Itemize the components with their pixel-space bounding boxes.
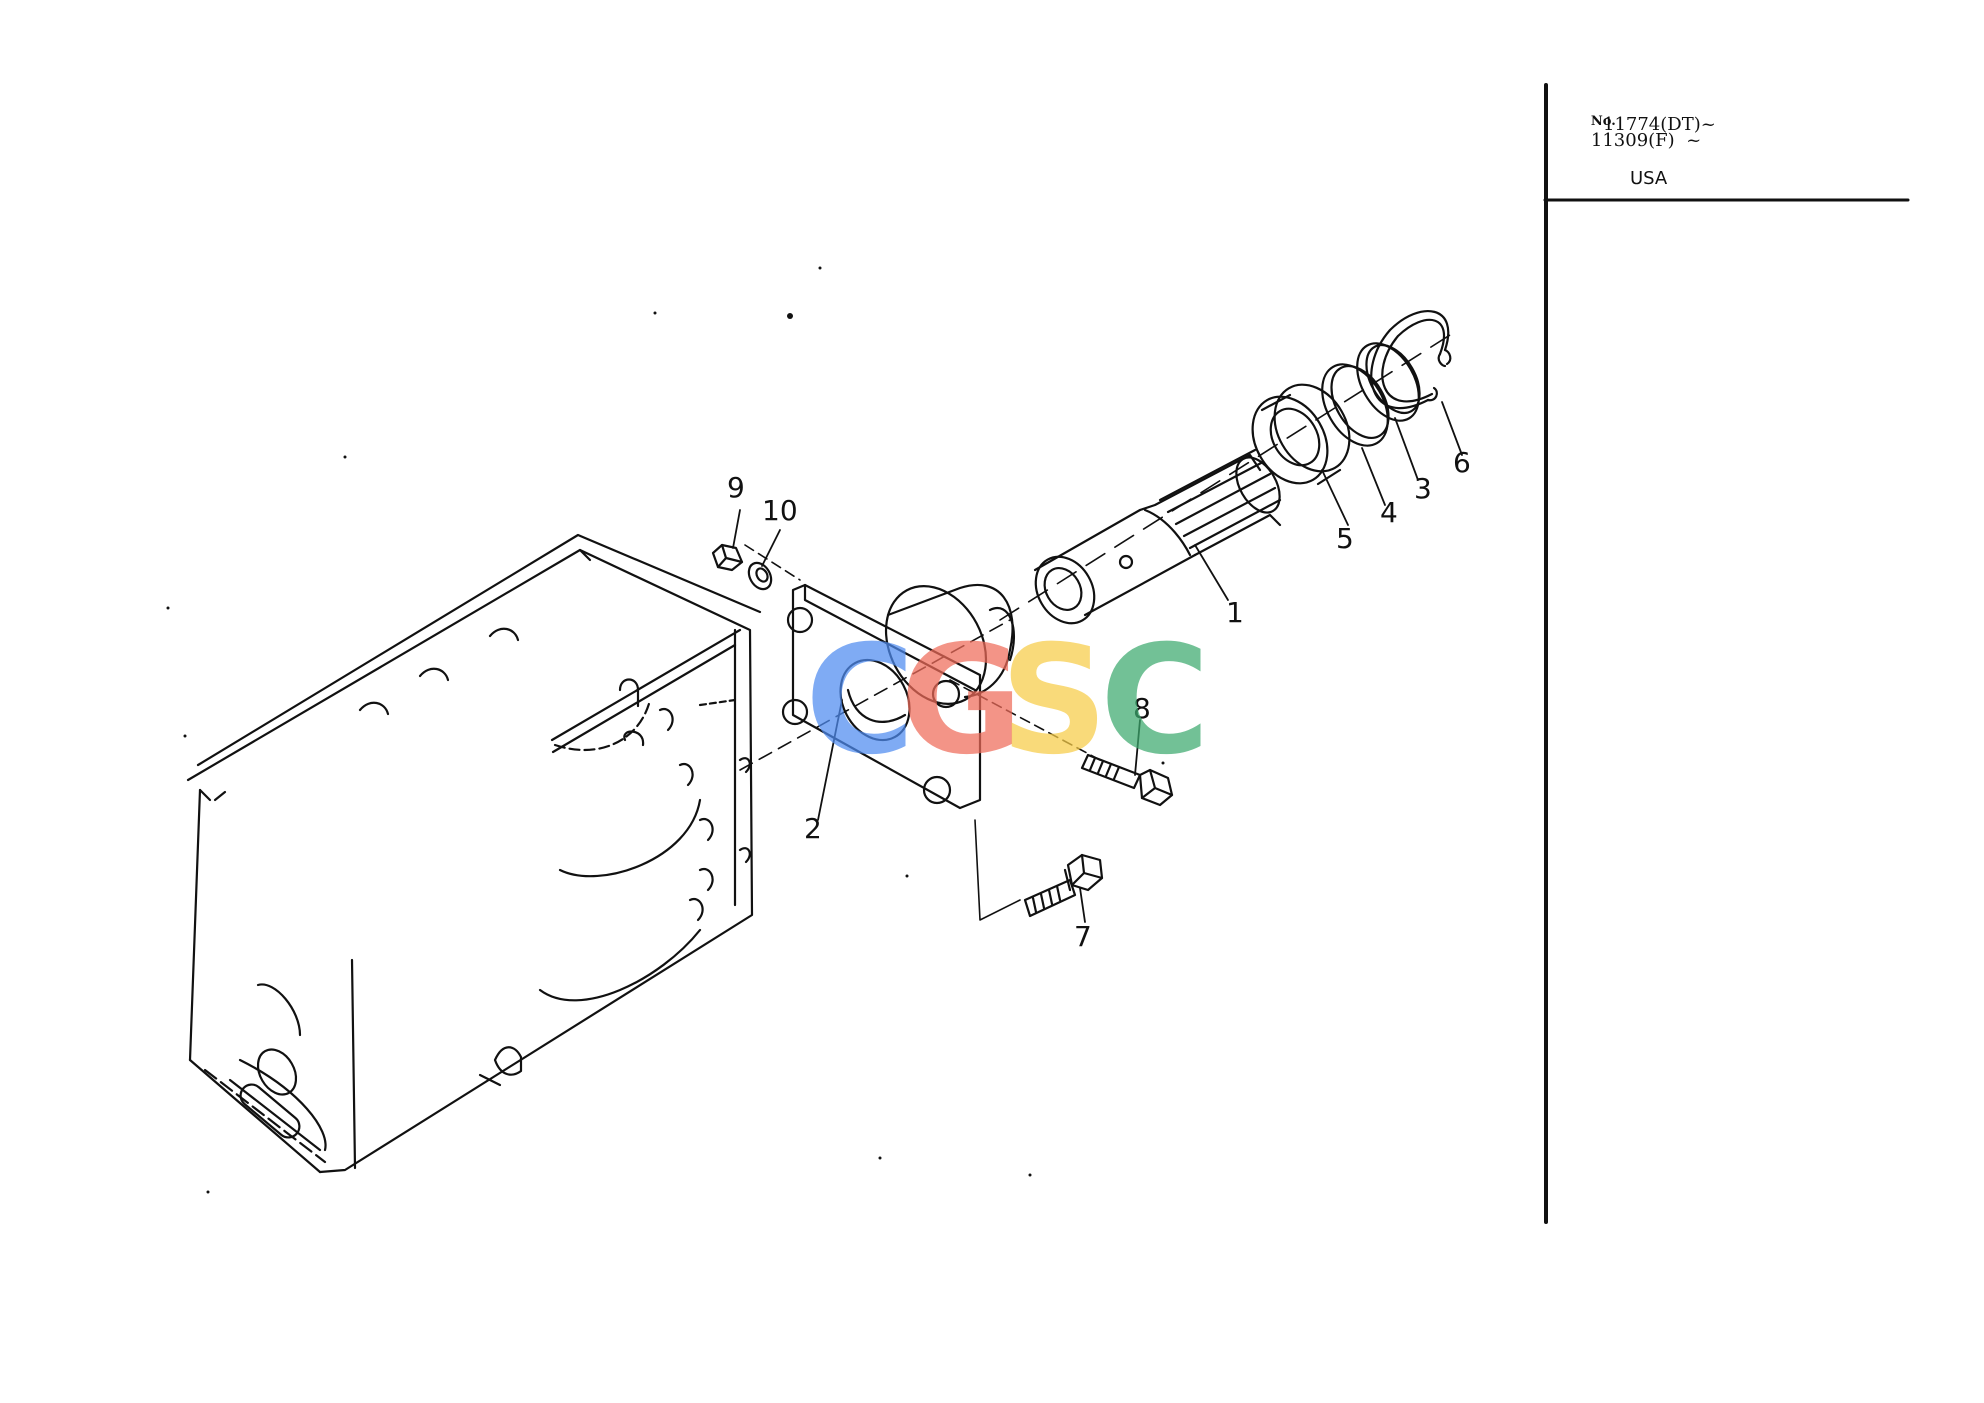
callout-7: 7 <box>1074 920 1092 953</box>
part-10-washer <box>744 559 775 593</box>
part-8-bolt <box>1082 755 1172 805</box>
serial-range-1: 11309(F) ~ <box>1590 130 1702 151</box>
region-label: USA <box>1630 168 1668 189</box>
callout-5: 5 <box>1336 522 1354 555</box>
part-1-splined-shaft <box>1024 450 1288 634</box>
watermark-letter-g: G <box>900 614 1023 788</box>
watermark-letter-c1: C <box>805 614 915 788</box>
watermark-logo: C G S C <box>805 614 1210 788</box>
callout-9: 9 <box>727 471 745 504</box>
serial-line-1: No. 11309(F) ~ <box>1568 88 1701 172</box>
part-7-bolt <box>1025 855 1102 916</box>
callout-2: 2 <box>804 812 822 845</box>
title-block: No. 11309(F) ~ 11774(DT)~ USA <box>1568 88 1928 198</box>
scan-specks <box>166 266 1165 1194</box>
watermark-letter-c2: C <box>1100 614 1210 788</box>
callout-10: 10 <box>762 494 798 527</box>
watermark-letter-s: S <box>1000 614 1108 788</box>
callout-6: 6 <box>1453 446 1471 479</box>
callout-3: 3 <box>1414 472 1432 505</box>
leader-lines <box>733 402 1462 922</box>
serial-range-2: 11774(DT)~ <box>1603 114 1716 135</box>
part-5-bearing <box>1238 371 1365 497</box>
part-9-nut <box>713 545 742 570</box>
part-4-ring <box>1309 353 1401 457</box>
callout-4: 4 <box>1380 496 1398 529</box>
callout-labels: 1 2 3 4 5 6 7 8 9 10 <box>727 446 1471 953</box>
title-block-borders <box>1545 85 1908 1222</box>
part-6-circlip <box>1371 311 1450 408</box>
part-2-flange-housing <box>783 569 1014 808</box>
serial-prefix: No. <box>1590 114 1616 129</box>
callout-8: 8 <box>1133 692 1151 725</box>
part-3-ring <box>1344 333 1431 432</box>
transmission-housing <box>188 535 760 1172</box>
callout-1: 1 <box>1226 596 1244 629</box>
